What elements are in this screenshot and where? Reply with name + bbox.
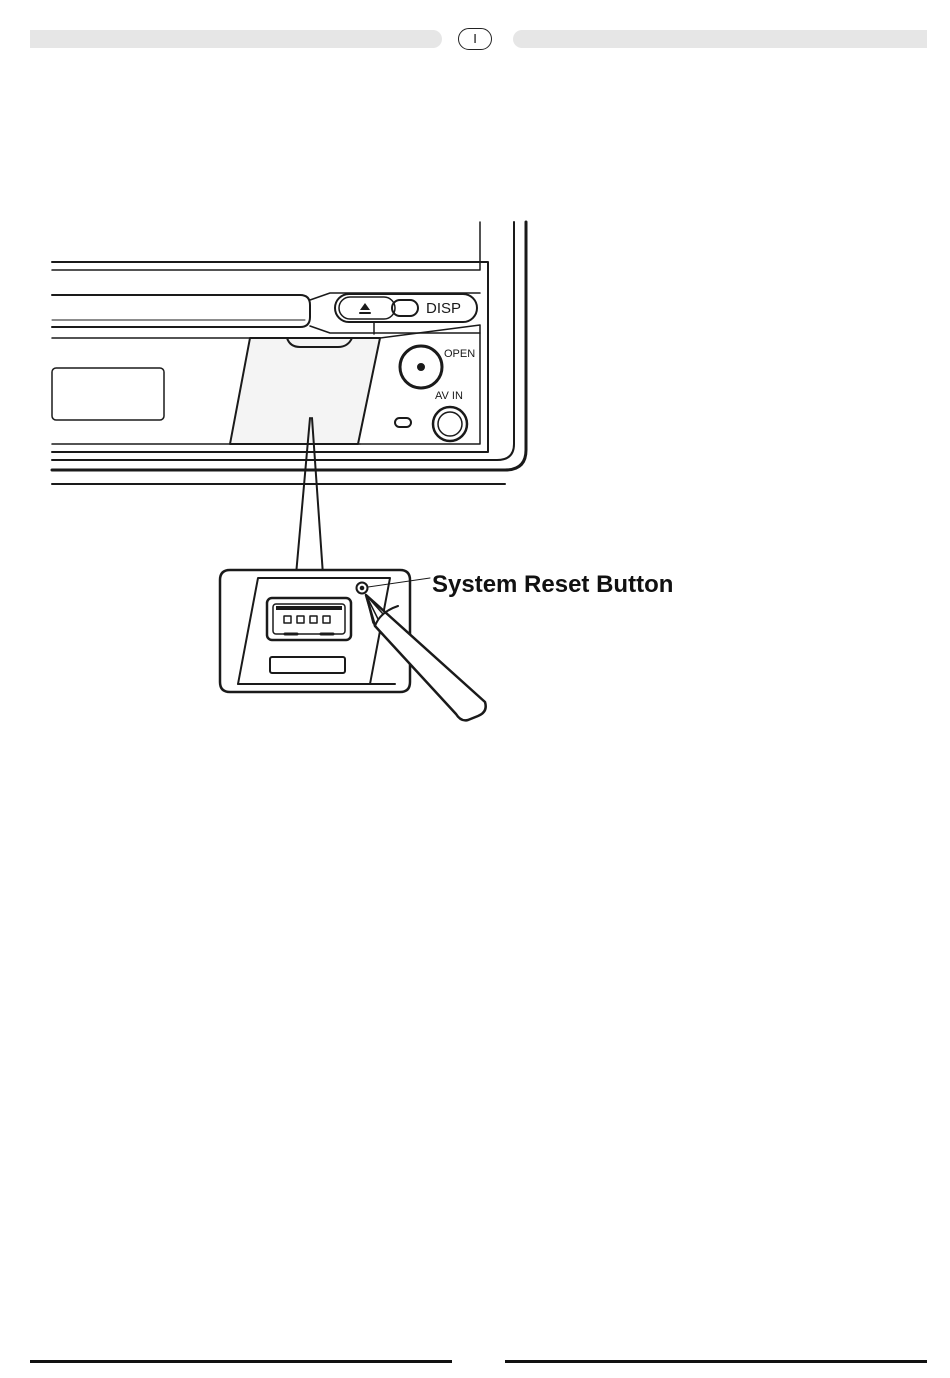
open-button[interactable] bbox=[400, 346, 442, 388]
disp-label: DISP bbox=[426, 300, 461, 317]
footer-rule-right bbox=[505, 1360, 927, 1363]
av-in-jack[interactable] bbox=[433, 407, 467, 441]
eject-button[interactable] bbox=[339, 297, 395, 319]
av-in-label: AV IN bbox=[435, 390, 463, 402]
open-label: OPEN bbox=[444, 348, 475, 360]
system-reset-callout: System Reset Button bbox=[432, 571, 673, 598]
status-led bbox=[395, 418, 411, 427]
eject-icon bbox=[360, 303, 370, 310]
display-window bbox=[52, 368, 164, 420]
footer-rule-left bbox=[30, 1360, 452, 1363]
usb-cover-door[interactable] bbox=[230, 338, 380, 444]
disc-slot bbox=[52, 295, 310, 327]
disp-button[interactable] bbox=[392, 300, 418, 316]
